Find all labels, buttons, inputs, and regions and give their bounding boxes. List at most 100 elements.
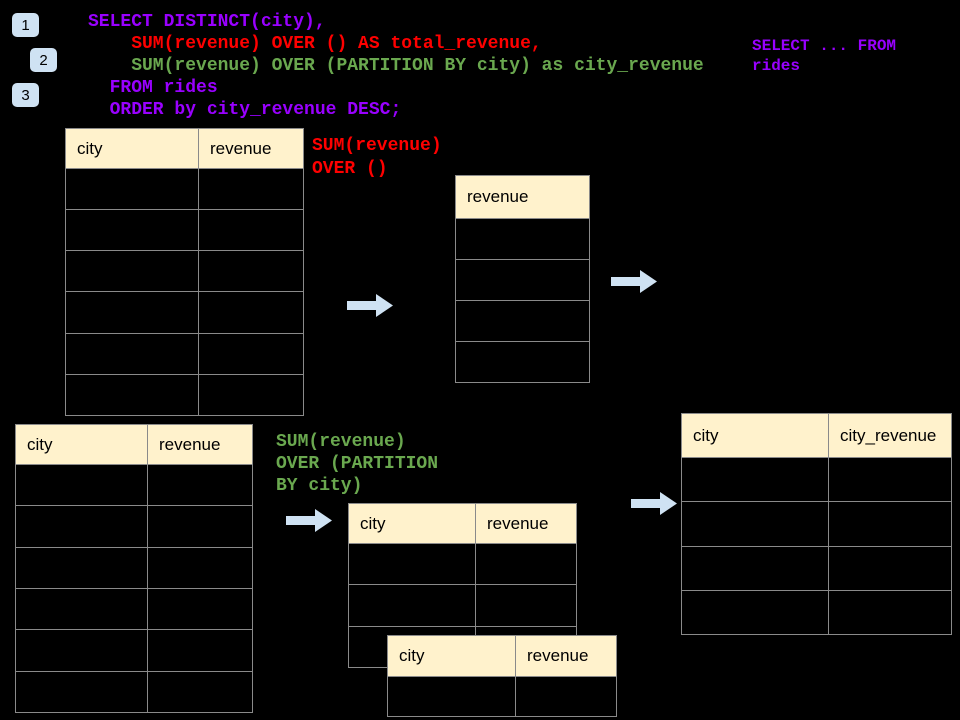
code-line: ORDER by city_revenue DESC; bbox=[88, 100, 402, 120]
empty-cell bbox=[681, 501, 829, 547]
empty-cell bbox=[65, 250, 199, 293]
empty-cell bbox=[198, 373, 304, 417]
empty-cell bbox=[475, 542, 577, 586]
total-revenue-result-table: revenue bbox=[455, 175, 590, 383]
column-header-city: city bbox=[348, 503, 476, 544]
empty-cell bbox=[828, 589, 952, 636]
empty-cell bbox=[198, 209, 304, 252]
arrow-right-icon bbox=[611, 270, 657, 293]
code-line: OVER (PARTITION bbox=[276, 454, 439, 474]
empty-cell bbox=[348, 584, 476, 627]
empty-cell bbox=[65, 291, 199, 334]
empty-cell bbox=[147, 463, 253, 507]
empty-cell bbox=[828, 501, 952, 547]
from-rides-note: SELECT ... FROM rides bbox=[752, 36, 896, 76]
column-header-city: city bbox=[15, 424, 148, 465]
table-row bbox=[65, 332, 304, 375]
table-row bbox=[65, 373, 304, 417]
empty-cell bbox=[65, 373, 199, 417]
empty-cell bbox=[15, 505, 148, 548]
table-row bbox=[65, 291, 304, 334]
column-header-city: city bbox=[387, 635, 516, 677]
table-row bbox=[681, 589, 952, 636]
empty-cell bbox=[455, 218, 590, 260]
code-line: SUM(revenue) bbox=[312, 136, 442, 156]
table-row bbox=[455, 259, 590, 301]
empty-cell bbox=[828, 456, 952, 503]
arrow-right-icon bbox=[631, 492, 677, 515]
empty-cell bbox=[387, 676, 516, 717]
empty-cell bbox=[681, 456, 829, 503]
table-row bbox=[455, 300, 590, 342]
code-line: SUM(revenue) OVER () AS total_revenue, bbox=[88, 34, 542, 54]
arrow-right-icon bbox=[347, 294, 393, 317]
empty-cell bbox=[455, 300, 590, 342]
empty-cell bbox=[198, 332, 304, 375]
column-header-revenue: revenue bbox=[147, 424, 253, 465]
empty-cell bbox=[198, 250, 304, 293]
empty-cell bbox=[515, 676, 617, 717]
table-row bbox=[348, 542, 577, 586]
empty-cell bbox=[147, 629, 253, 672]
code-line: OVER () bbox=[312, 159, 388, 179]
empty-cell bbox=[147, 505, 253, 548]
header-row: revenue bbox=[455, 175, 590, 219]
table-row bbox=[15, 670, 253, 714]
arrow-right-icon bbox=[286, 509, 332, 532]
column-header-revenue: revenue bbox=[515, 635, 617, 677]
code-line: SUM(revenue) bbox=[276, 432, 406, 452]
column-header-revenue: revenue bbox=[198, 128, 304, 169]
empty-cell bbox=[15, 587, 148, 631]
table-row bbox=[65, 250, 304, 293]
empty-cell bbox=[147, 587, 253, 631]
empty-cell bbox=[147, 670, 253, 714]
table-row bbox=[15, 629, 253, 672]
empty-cell bbox=[65, 209, 199, 252]
empty-cell bbox=[65, 332, 199, 375]
code-line: FROM rides bbox=[88, 78, 218, 98]
empty-cell bbox=[15, 463, 148, 507]
code-line: SELECT ... FROM bbox=[752, 37, 897, 55]
sum-over-total-label: SUM(revenue) OVER () bbox=[312, 135, 442, 181]
empty-cell bbox=[65, 167, 199, 211]
column-header-city: city bbox=[65, 128, 199, 169]
column-header-city: city bbox=[681, 413, 829, 458]
code-line: SELECT DISTINCT(city), bbox=[88, 12, 326, 32]
table-total-revenue-result: revenue bbox=[455, 175, 590, 383]
empty-cell bbox=[147, 546, 253, 589]
table-row bbox=[15, 463, 253, 507]
table-row bbox=[681, 456, 952, 503]
empty-cell bbox=[348, 542, 476, 586]
table-row bbox=[15, 587, 253, 631]
sql-query-code: SELECT DISTINCT(city), SUM(revenue) OVER… bbox=[88, 11, 704, 121]
code-line: BY city) bbox=[276, 476, 363, 496]
table-row bbox=[455, 218, 590, 260]
empty-cell bbox=[198, 291, 304, 334]
empty-cell bbox=[455, 341, 590, 383]
empty-cell bbox=[475, 584, 577, 627]
column-header-revenue: revenue bbox=[475, 503, 577, 544]
table-row bbox=[455, 341, 590, 383]
step-badge-3: 3 bbox=[12, 83, 39, 107]
table-row bbox=[65, 167, 304, 211]
step-badge-2: 2 bbox=[30, 48, 57, 72]
column-header-city_revenue: city_revenue bbox=[828, 413, 952, 458]
empty-cell bbox=[681, 545, 829, 591]
table-row bbox=[681, 501, 952, 547]
table-row bbox=[15, 505, 253, 548]
code-line: rides bbox=[752, 57, 801, 75]
table-row bbox=[65, 209, 304, 252]
